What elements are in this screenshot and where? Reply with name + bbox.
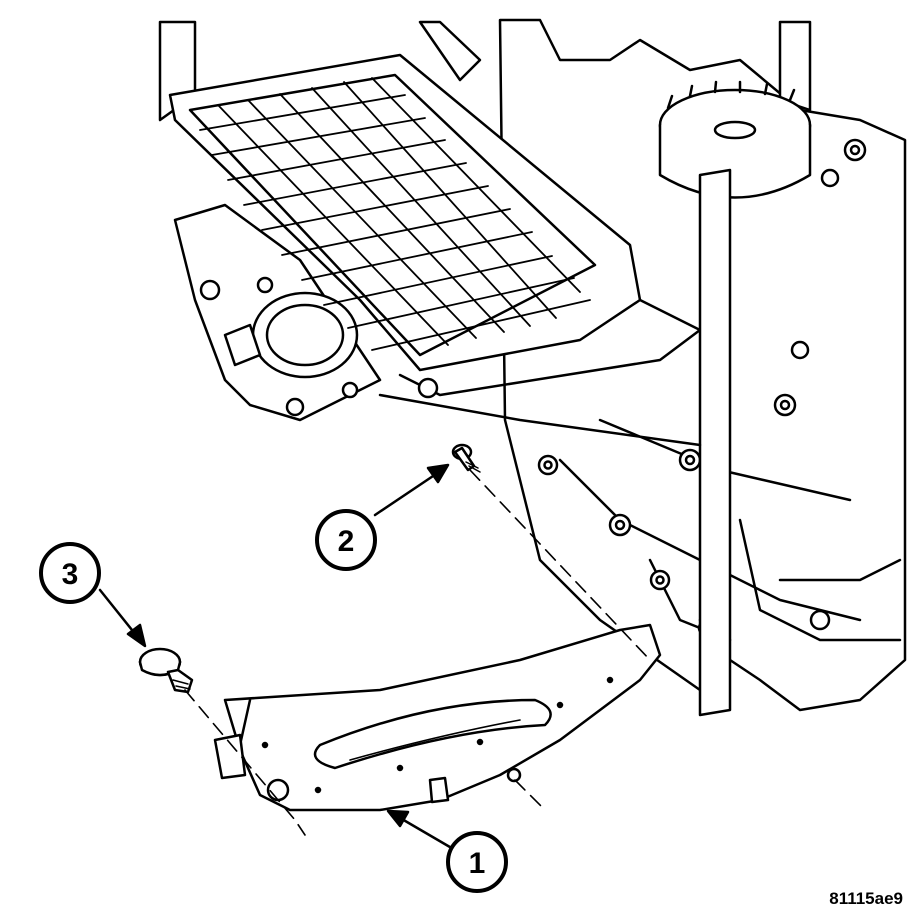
callout-label-3: 3 [62, 558, 79, 591]
rivet-3-centerline [184, 689, 306, 836]
filter-screen [168, 53, 702, 399]
bolt-item-2 [451, 443, 481, 473]
rivet-item-3 [138, 647, 194, 694]
torque-converter [658, 80, 812, 199]
dust-cover [213, 623, 662, 812]
leader-arrows [98, 463, 457, 852]
support-bracket [378, 168, 732, 717]
gasket-plate [173, 203, 382, 422]
cover-centerline [514, 779, 546, 811]
figure-code: 81115ae9 [829, 889, 903, 908]
callout-circle-1 [446, 831, 508, 893]
callout-circle-3 [39, 542, 101, 604]
callout-label-2: 2 [338, 525, 355, 558]
callout-circle-2 [315, 509, 377, 571]
alignment-lines [184, 469, 651, 836]
callout-label-1: 1 [469, 847, 486, 880]
bolt-2-centerline [469, 469, 651, 661]
